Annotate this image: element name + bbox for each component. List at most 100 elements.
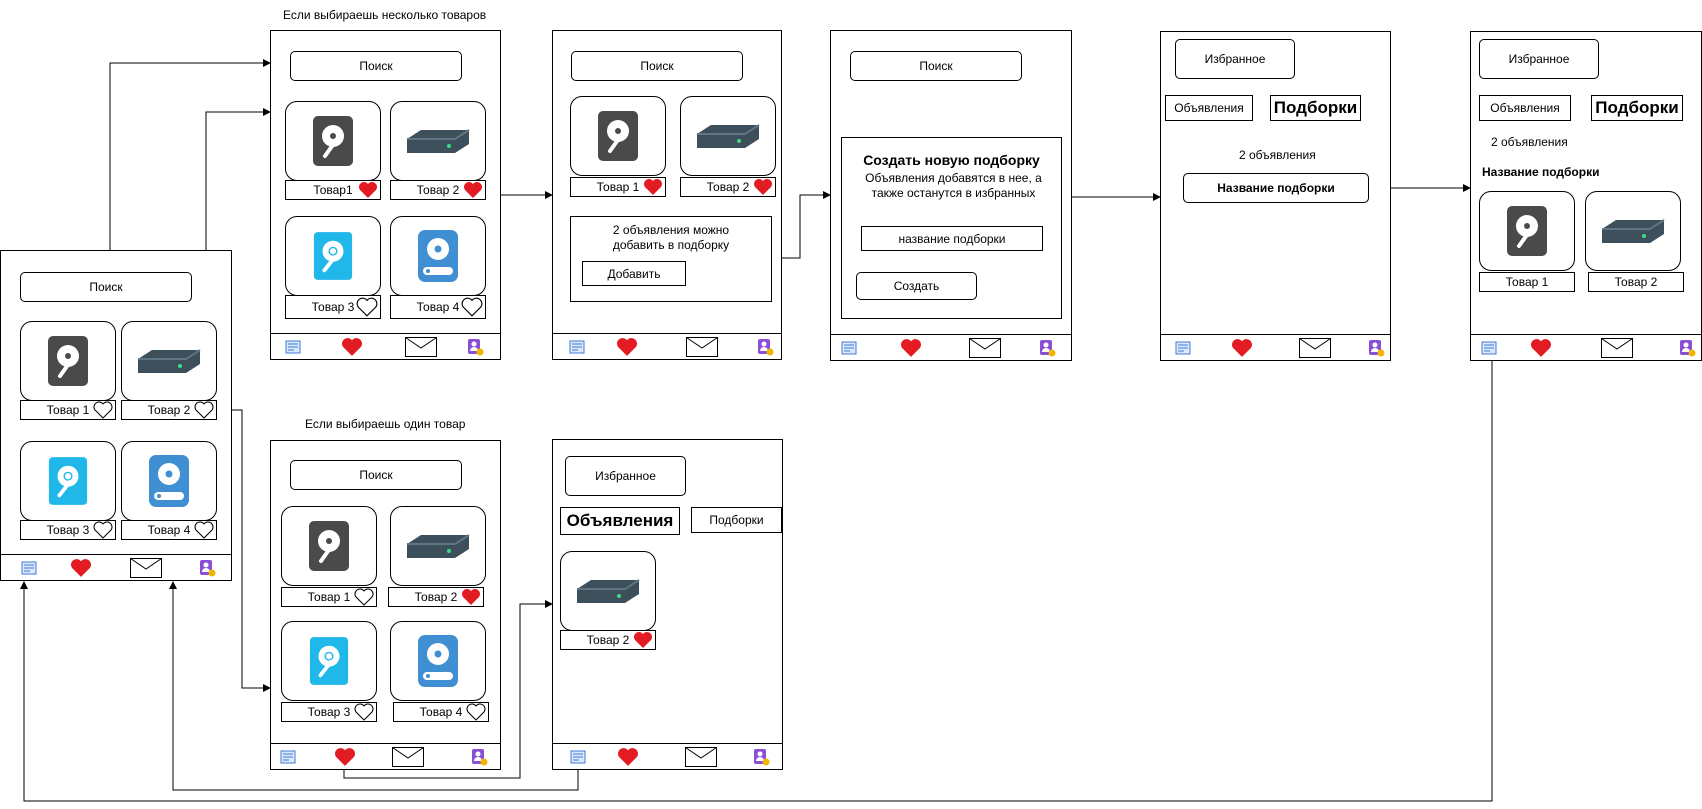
product-card-2[interactable] xyxy=(390,101,486,181)
profile-icon[interactable] xyxy=(756,338,774,356)
heart-filled-icon[interactable] xyxy=(461,588,481,606)
profile-icon[interactable] xyxy=(1678,339,1696,357)
heart-outline-icon[interactable] xyxy=(461,297,483,317)
catalog-icon[interactable] xyxy=(841,340,857,356)
search-input[interactable]: Поиск xyxy=(20,272,192,302)
product-card-1[interactable] xyxy=(285,101,381,181)
heart-filled-icon[interactable] xyxy=(643,178,663,196)
tab-collections[interactable]: Подборки xyxy=(1270,95,1361,121)
product-card-4[interactable] xyxy=(390,621,486,701)
bottom-nav xyxy=(1161,334,1390,360)
collection-name-input[interactable]: название подборки xyxy=(861,226,1043,251)
catalog-icon[interactable] xyxy=(570,749,586,765)
tab-collections[interactable]: Подборки xyxy=(1591,95,1683,121)
tab-ads[interactable]: Объявления xyxy=(1165,95,1253,121)
server-drive-icon xyxy=(407,534,470,558)
heart-filled-icon[interactable] xyxy=(633,631,653,649)
screen-main-catalog: Поиск Товар 1 Товар 2 Товар 3 Товар 4 xyxy=(0,250,232,581)
screen-add-to-collection: Поиск Товар 1 Товар 2 2 объявления можно… xyxy=(552,30,782,360)
add-button[interactable]: Добавить xyxy=(582,261,686,286)
collection-count: 2 объявления xyxy=(1239,148,1316,162)
screen-collection-detail: Избранное Объявления Подборки 2 объявлен… xyxy=(1470,31,1702,361)
heart-filled-icon[interactable] xyxy=(358,181,378,199)
product-card-3[interactable] xyxy=(285,216,381,296)
heart-icon[interactable] xyxy=(899,338,923,358)
heart-icon[interactable] xyxy=(1529,338,1553,358)
search-input[interactable]: Поиск xyxy=(290,460,462,490)
heart-outline-icon[interactable] xyxy=(354,703,374,721)
profile-icon[interactable] xyxy=(470,748,488,766)
add-to-collection-text: 2 объявления можно добавить в подборку xyxy=(612,223,730,252)
heart-outline-icon[interactable] xyxy=(466,703,486,721)
heart-outline-icon[interactable] xyxy=(354,588,374,606)
product-card-2[interactable] xyxy=(680,96,776,176)
arrow-fav-to-main xyxy=(169,581,579,791)
heart-icon[interactable] xyxy=(615,337,639,357)
catalog-icon[interactable] xyxy=(280,749,296,765)
heart-icon[interactable] xyxy=(69,558,93,578)
catalog-icon[interactable] xyxy=(1481,340,1497,356)
heart-icon[interactable] xyxy=(340,337,364,357)
caption-single-item: Если выбираешь один товар xyxy=(305,417,466,431)
collection-item[interactable]: Название подборки xyxy=(1183,173,1369,203)
profile-icon[interactable] xyxy=(752,748,770,766)
catalog-icon[interactable] xyxy=(285,339,301,355)
product-card-3[interactable] xyxy=(281,621,377,701)
profile-icon[interactable] xyxy=(198,559,216,577)
screen-favorites-ads: Избранное Объявления Подборки Товар 2 xyxy=(552,439,783,770)
hdd-blue-icon xyxy=(309,637,349,685)
mail-icon[interactable] xyxy=(1601,337,1633,358)
search-input[interactable]: Поиск xyxy=(850,51,1022,81)
product-card-3[interactable] xyxy=(20,441,116,521)
heart-icon[interactable] xyxy=(1230,338,1254,358)
server-drive-icon xyxy=(138,349,201,373)
tab-collections[interactable]: Подборки xyxy=(691,507,782,533)
mail-icon[interactable] xyxy=(686,336,718,357)
tab-ads[interactable]: Объявления xyxy=(560,507,680,535)
create-button[interactable]: Создать xyxy=(856,272,977,300)
profile-icon[interactable] xyxy=(1367,339,1385,357)
heart-outline-icon[interactable] xyxy=(356,297,378,317)
search-input[interactable]: Поиск xyxy=(571,51,743,81)
mail-icon[interactable] xyxy=(130,557,162,578)
product-card-1[interactable] xyxy=(570,96,666,176)
product-card-2[interactable] xyxy=(560,551,656,631)
favorites-title-box: Избранное xyxy=(1479,39,1599,79)
heart-outline-icon[interactable] xyxy=(93,521,113,539)
mail-icon[interactable] xyxy=(392,746,424,767)
product-label-1: Товар 1 xyxy=(281,587,377,607)
catalog-icon[interactable] xyxy=(569,339,585,355)
product-card-2[interactable] xyxy=(121,321,217,401)
heart-outline-icon[interactable] xyxy=(194,521,214,539)
heart-outline-icon[interactable] xyxy=(194,401,214,419)
mail-icon[interactable] xyxy=(1299,337,1331,358)
profile-icon[interactable] xyxy=(1038,339,1056,357)
heart-outline-icon[interactable] xyxy=(93,401,113,419)
mail-icon[interactable] xyxy=(969,337,1001,358)
mail-icon[interactable] xyxy=(405,336,437,357)
product-card-4[interactable] xyxy=(390,216,486,296)
product-card-1[interactable] xyxy=(281,506,377,586)
product-label-2: Товар 2 xyxy=(390,180,486,200)
heart-icon[interactable] xyxy=(333,747,357,767)
product-label-1: Товар 1 xyxy=(20,400,116,420)
profile-icon[interactable] xyxy=(466,338,484,356)
hdd-icon xyxy=(1507,206,1547,256)
product-card-2[interactable] xyxy=(1585,191,1681,271)
tab-ads[interactable]: Объявления xyxy=(1479,95,1571,121)
product-label-4: Товар 4 xyxy=(393,702,489,722)
product-card-2[interactable] xyxy=(390,506,486,586)
catalog-icon[interactable] xyxy=(1175,340,1191,356)
product-card-1[interactable] xyxy=(1479,191,1575,271)
heart-filled-icon[interactable] xyxy=(753,178,773,196)
screen-create-collection: Поиск Создать новую подборку Объявления … xyxy=(830,30,1072,361)
product-label-2: Товар 2 xyxy=(560,630,656,650)
product-card-4[interactable] xyxy=(121,441,217,521)
heart-icon[interactable] xyxy=(616,747,640,767)
catalog-icon[interactable] xyxy=(21,560,37,576)
heart-filled-icon[interactable] xyxy=(463,181,483,199)
mail-icon[interactable] xyxy=(685,746,717,767)
server-drive-icon xyxy=(697,124,760,148)
search-input[interactable]: Поиск xyxy=(290,51,462,81)
product-card-1[interactable] xyxy=(20,321,116,401)
